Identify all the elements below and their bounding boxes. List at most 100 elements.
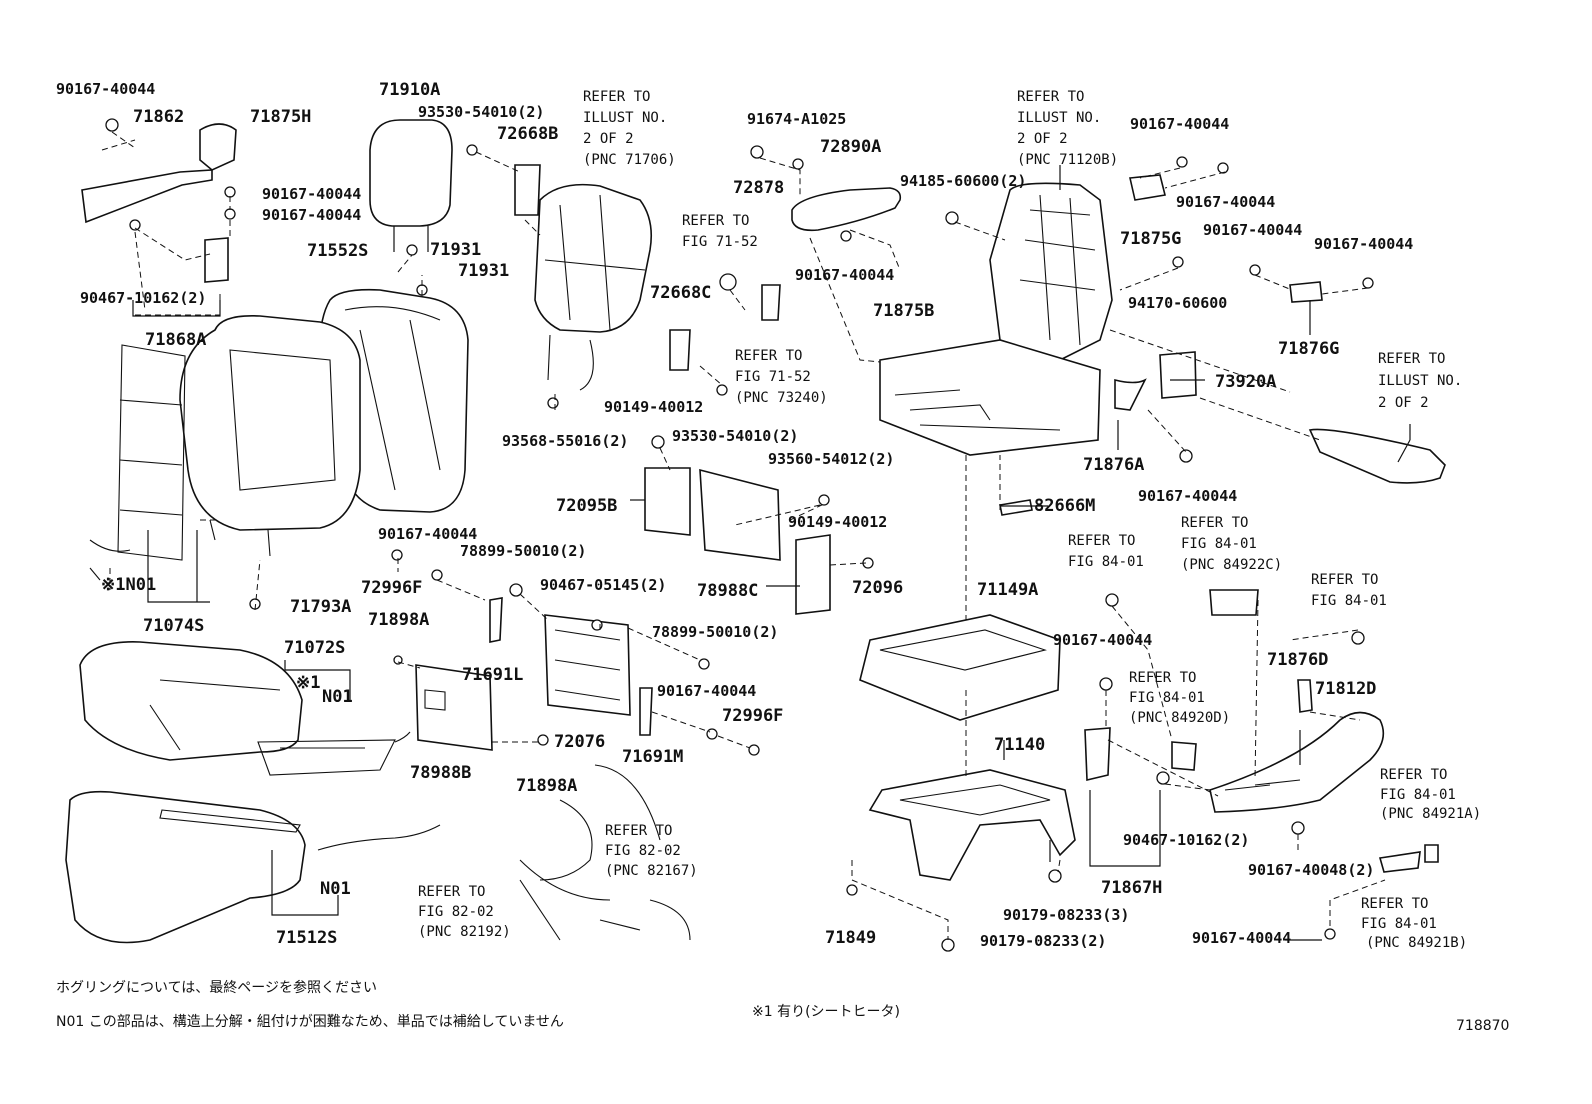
label-refer-fig-84-01-e-2: FIG 84-01: [1380, 787, 1456, 803]
label-94170-60600: 94170-60600: [1128, 294, 1227, 312]
label-90167-40044-m: 90167-40044: [1192, 929, 1291, 947]
label-refer-illust-c-3: 2 OF 2: [1378, 395, 1429, 411]
label-refer-fig-84-01-b-3: (PNC 84922C): [1181, 557, 1282, 573]
seat-cushion-drawing: [65, 641, 306, 944]
label-72878: 72878: [733, 178, 784, 198]
part-labels: 90167-40044 71862 71875H 71910A 93530-54…: [56, 80, 1481, 951]
label-71875H: 71875H: [250, 107, 311, 127]
label-93530-54010: 93530-54010(2): [418, 103, 544, 121]
label-refer-fig-82-02-a-1: REFER TO: [605, 823, 672, 839]
label-90179-08233-a: 90179-08233(3): [1003, 906, 1129, 924]
label-refer-fig-84-01-d-2: FIG 84-01: [1129, 690, 1205, 706]
label-refer-fig-84-01-e-3: (PNC 84921A): [1380, 806, 1481, 822]
label-refer-fig-82-02-b-3: (PNC 82192): [418, 924, 511, 940]
wire-harness-drawing: [519, 764, 691, 941]
label-71898A-a: 71898A: [368, 610, 429, 630]
seatback-heater-drawing: [117, 344, 186, 561]
label-refer-fig-84-01-c-1: REFER TO: [1311, 572, 1378, 588]
label-refer-fig-71-52-a-1: REFER TO: [682, 213, 749, 229]
label-71552S: 71552S: [307, 241, 368, 261]
label-refer-fig-71-52-b-1: REFER TO: [735, 348, 802, 364]
label-refer-illust-b-4: (PNC 71120B): [1017, 152, 1118, 168]
label-90149-40012-b: 90149-40012: [788, 513, 887, 531]
label-90167-40048: 90167-40048(2): [1248, 861, 1374, 879]
label-refer-fig-84-01-a-2: FIG 84-01: [1068, 554, 1144, 570]
bracket-lines: [132, 165, 1411, 941]
label-refer-illust-c-1: REFER TO: [1378, 351, 1445, 367]
label-73920A: 73920A: [1215, 372, 1276, 392]
label-71512S: 71512S: [276, 928, 337, 948]
label-78899-50010-a: 78899-50010(2): [460, 542, 586, 560]
label-refer-fig-84-01-e-1: REFER TO: [1380, 767, 1447, 783]
label-72996F-a: 72996F: [361, 578, 422, 598]
label-90167-40044-j: 90167-40044: [378, 525, 477, 543]
label-90167-40044-i: 90167-40044: [1138, 487, 1237, 505]
label-94185-60600: 94185-60600(2): [900, 172, 1026, 190]
label-71931-b: 71931: [458, 261, 509, 281]
label-90167-40044-a: 90167-40044: [56, 80, 155, 98]
label-refer-fig-71-52-b-2: FIG 71-52: [735, 369, 811, 385]
label-71876G: 71876G: [1278, 339, 1339, 359]
label-72095B: 72095B: [556, 496, 617, 516]
label-90167-40044-e: 90167-40044: [1314, 235, 1413, 253]
label-91674-A1025: 91674-A1025: [747, 110, 846, 128]
label-90179-08233-b: 90179-08233(2): [980, 932, 1106, 950]
label-refer-fig-82-02-a-3: (PNC 82167): [605, 863, 698, 879]
label-90149-40012-a: 90149-40012: [604, 398, 703, 416]
label-71910A: 71910A: [379, 80, 440, 100]
label-refer-fig-71-52-b-3: (PNC 73240): [735, 390, 828, 406]
label-90467-10162-a: 90467-10162(2): [80, 289, 206, 307]
label-refer-fig-84-01-f-2: FIG 84-01: [1361, 916, 1437, 932]
label-refer-fig-71-52-a-2: FIG 71-52: [682, 234, 758, 250]
label-72096: 72096: [852, 578, 903, 598]
label-78988B: 78988B: [410, 763, 471, 783]
label-71072S: 71072S: [284, 638, 345, 658]
label-71849: 71849: [825, 928, 876, 948]
headrest-drawing: [369, 119, 453, 252]
label-71875G: 71875G: [1120, 229, 1181, 249]
label-90167-40044-k: 90167-40044: [1053, 631, 1152, 649]
label-mark1-cushion: ※1: [296, 673, 320, 693]
label-71140: 71140: [994, 735, 1045, 755]
label-82666M: 82666M: [1034, 496, 1095, 516]
label-71793A: 71793A: [290, 597, 351, 617]
seat-frame-drawing: [879, 182, 1113, 456]
label-refer-fig-82-02-a-2: FIG 82-02: [605, 843, 681, 859]
seatback-frame-drawing: [534, 183, 653, 391]
label-refer-illust-a-1: REFER TO: [583, 89, 650, 105]
label-refer-illust-a-3: 2 OF 2: [583, 131, 634, 147]
label-n01-cushion: N01: [322, 687, 353, 707]
label-71149A: 71149A: [977, 580, 1038, 600]
label-71868A: 71868A: [145, 330, 206, 350]
label-78988C: 78988C: [697, 581, 758, 601]
label-90167-40044-g: 90167-40044: [262, 206, 361, 224]
ottoman-drawing: [1308, 428, 1446, 484]
label-72668B: 72668B: [497, 124, 558, 144]
label-71876A: 71876A: [1083, 455, 1144, 475]
label-72890A: 72890A: [820, 137, 881, 157]
fastener-drawings: [105, 118, 1374, 952]
label-71876D: 71876D: [1267, 650, 1328, 670]
label-93530-54010-b: 93530-54010(2): [672, 427, 798, 445]
label-n01-cushion-b: N01: [320, 879, 351, 899]
label-93560-54012: 93560-54012(2): [768, 450, 894, 468]
label-71867H: 71867H: [1101, 878, 1162, 898]
label-90167-40044-b: 90167-40044: [1130, 115, 1229, 133]
label-90167-40044-c: 90167-40044: [1176, 193, 1275, 211]
label-refer-fig-84-01-b-1: REFER TO: [1181, 515, 1248, 531]
label-refer-fig-82-02-b-1: REFER TO: [418, 884, 485, 900]
module-drawings: [81, 123, 1439, 873]
label-71812D: 71812D: [1315, 679, 1376, 699]
label-refer-fig-84-01-d-1: REFER TO: [1129, 670, 1196, 686]
label-71862: 71862: [133, 107, 184, 127]
label-refer-fig-84-01-f-3: (PNC 84921B): [1366, 935, 1467, 951]
label-n01-mark-a: ※1N01: [101, 575, 156, 595]
footnotes: ホグリングについては、最終ページを参照ください N01 この部品は、構造上分解・…: [56, 979, 1509, 1034]
note-n01: N01 この部品は、構造上分解・組付けが困難なため、単品では補給していません: [56, 1014, 564, 1030]
label-refer-illust-b-2: ILLUST NO.: [1017, 110, 1101, 126]
label-72076: 72076: [554, 732, 605, 752]
label-90167-40044-f: 90167-40044: [262, 185, 361, 203]
label-72996F-b: 72996F: [722, 706, 783, 726]
side-cover-drawing: [1209, 711, 1385, 813]
label-90167-40044-h: 90167-40044: [795, 266, 894, 284]
